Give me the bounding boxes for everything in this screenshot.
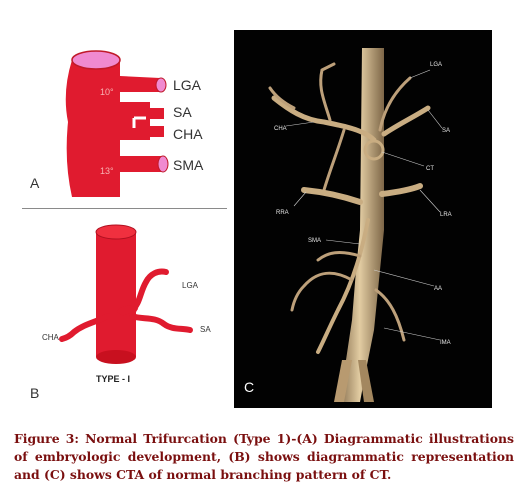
- c-label-ima: IMA: [440, 340, 451, 346]
- cta-leader-lines: [285, 69, 443, 341]
- figure-caption: Figure 3: Normal Trifurcation (Type 1)-(…: [14, 431, 514, 482]
- sa-vessel: [129, 313, 193, 333]
- b-label-cha: CHA: [42, 333, 60, 342]
- aorta-cylinder-bottom: [96, 350, 136, 364]
- cta-aorta: [340, 48, 384, 402]
- cta-sa: [381, 105, 431, 137]
- c-label-aa: AA: [434, 286, 442, 292]
- label-sa: SA: [173, 104, 192, 120]
- panel-b: LGA SA CHA TYPE - I B: [22, 212, 227, 412]
- panel-a-letter: A: [30, 175, 40, 191]
- cta-ima: [374, 288, 406, 342]
- panel-c-cta-render: LGA CHA SA CT RRA LRA SMA AA IMA C: [244, 48, 452, 402]
- panel-c-letter: C: [244, 379, 254, 395]
- cha-vessel: [59, 313, 111, 342]
- lga-branch: [120, 76, 160, 92]
- panel-a-diagram: 10° 13° LGA SA CHA SMA A: [30, 50, 204, 197]
- c-label-lra: LRA: [440, 212, 452, 218]
- panel-b-diagram: LGA SA CHA TYPE - I B: [30, 224, 211, 401]
- c-label-ct: CT: [426, 166, 434, 172]
- lga-opening: [155, 77, 167, 93]
- panel-b-letter: B: [30, 385, 39, 401]
- panel-divider: [22, 208, 227, 209]
- b-label-sa: SA: [200, 325, 211, 334]
- level-10-label: 10°: [100, 87, 114, 97]
- cha-branch: [150, 126, 164, 137]
- b-label-lga: LGA: [182, 281, 199, 290]
- sma-opening: [157, 155, 169, 173]
- cta-iliac-left: [358, 360, 374, 402]
- cta-sma: [316, 218, 370, 354]
- celiac-origin: [116, 305, 139, 317]
- aorta-cylinder-top: [95, 224, 137, 240]
- panel-c: LGA CHA SA CT RRA LRA SMA AA IMA C: [234, 30, 492, 408]
- c-label-lga: LGA: [430, 62, 442, 68]
- cta-cha: [271, 95, 377, 143]
- cta-branch-upper: [319, 62, 336, 122]
- cta-rra: [301, 187, 363, 205]
- sa-branch: [150, 108, 164, 119]
- figure: 10° 13° LGA SA CHA SMA A LGA SA CHA TYPE…: [22, 22, 492, 412]
- sma-branch: [120, 156, 162, 172]
- cta-lra: [379, 183, 423, 197]
- c-label-sa: SA: [442, 128, 450, 134]
- label-sma: SMA: [173, 157, 204, 173]
- c-label-rra: RRA: [276, 210, 289, 216]
- label-lga: LGA: [173, 77, 202, 93]
- panel-a: 10° 13° LGA SA CHA SMA A: [22, 22, 227, 207]
- cta-lga: [378, 76, 412, 132]
- label-cha: CHA: [173, 126, 203, 142]
- aorta-shape: [65, 60, 120, 197]
- c-label-cha: CHA: [274, 126, 287, 132]
- type-label: TYPE - I: [96, 374, 130, 384]
- level-13-label: 13°: [100, 166, 114, 176]
- cta-iliac-right: [334, 360, 352, 402]
- lga-vessel: [129, 268, 169, 313]
- c-label-sma: SMA: [308, 238, 321, 244]
- aorta-top-opening: [71, 50, 121, 70]
- aorta-cylinder: [96, 232, 136, 357]
- cta-ct-loop: [363, 139, 385, 161]
